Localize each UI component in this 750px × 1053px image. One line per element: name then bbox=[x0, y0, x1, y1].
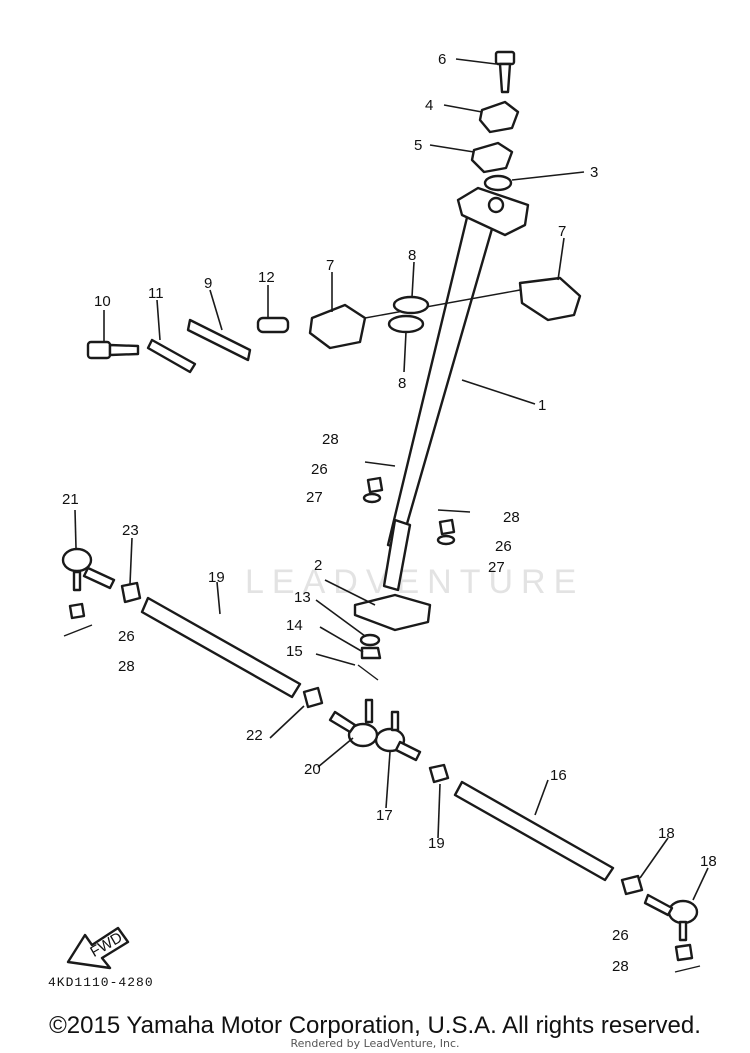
part-28-cotter-pin-d[interactable] bbox=[674, 965, 701, 973]
callout-4: 4 bbox=[425, 97, 433, 114]
part-6-bolt[interactable] bbox=[494, 50, 516, 94]
part-27-washer-a[interactable] bbox=[362, 492, 382, 504]
part-10-bolt[interactable] bbox=[86, 340, 140, 360]
copyright-notice: ©2015 Yamaha Motor Corporation, U.S.A. A… bbox=[49, 1012, 701, 1039]
callout-27-b: 27 bbox=[488, 559, 505, 576]
diagram-code: 4KD1110-4280 bbox=[48, 975, 154, 990]
part-21-tie-rod[interactable] bbox=[140, 596, 302, 699]
callout-17: 17 bbox=[376, 807, 393, 824]
part-16-tie-rod[interactable] bbox=[453, 780, 615, 882]
part-20-nut[interactable] bbox=[620, 874, 644, 896]
alignment-line-7 bbox=[364, 289, 521, 319]
part-14-nut[interactable] bbox=[360, 646, 382, 660]
part-19-nut[interactable] bbox=[428, 763, 450, 784]
callout-11: 11 bbox=[148, 285, 164, 302]
part-17-rod-end[interactable] bbox=[374, 710, 422, 762]
callout-22: 20 bbox=[304, 761, 321, 778]
callout-2: 2 bbox=[314, 557, 322, 574]
callout-5: 5 bbox=[414, 137, 422, 154]
watermark-text: LEADVENTURE bbox=[245, 563, 584, 601]
fwd-arrow-icon: FWD bbox=[66, 926, 130, 970]
callout-12: 12 bbox=[258, 269, 275, 286]
part-8-bushing-upper[interactable] bbox=[392, 295, 430, 315]
callout-26-d: 26 bbox=[612, 927, 629, 944]
part-5-clamp[interactable] bbox=[470, 141, 514, 174]
part-25-nut[interactable] bbox=[120, 581, 142, 604]
callout-26-c: 26 bbox=[118, 628, 135, 645]
callout-26-a: 26 bbox=[311, 461, 328, 478]
callout-9: 9 bbox=[204, 275, 212, 292]
rendered-by-credit: Rendered by LeadVenture, Inc. bbox=[290, 1037, 460, 1050]
part-1-steering-column[interactable] bbox=[382, 186, 530, 592]
callout-28-a: 28 bbox=[322, 431, 339, 448]
callout-23: 21 bbox=[62, 491, 79, 508]
part-23-tie-rod-end[interactable] bbox=[61, 547, 116, 592]
callout-24: 22 bbox=[246, 727, 263, 744]
callout-28-d: 28 bbox=[612, 958, 629, 975]
callout-18: 18 bbox=[700, 853, 717, 870]
part-9-lock-washer[interactable] bbox=[186, 318, 252, 362]
part-22-rod-end[interactable] bbox=[328, 698, 379, 748]
callout-15: 15 bbox=[286, 643, 303, 660]
callout-20: 18 bbox=[658, 825, 675, 842]
callout-28-c: 28 bbox=[118, 658, 135, 675]
part-12-collar[interactable] bbox=[256, 316, 290, 334]
callout-26-b: 26 bbox=[495, 538, 512, 555]
part-7-holder-left[interactable] bbox=[308, 303, 367, 350]
part-3-plug[interactable] bbox=[483, 174, 513, 192]
part-11-plate[interactable] bbox=[146, 338, 197, 374]
callout-labels: 6 4 5 3 7 7 8 8 9 12 10 11 1 28 26 27 28… bbox=[62, 51, 717, 975]
part-26-nut-c[interactable] bbox=[68, 602, 86, 620]
part-7-holder-right[interactable] bbox=[518, 276, 582, 322]
callout-27-a: 27 bbox=[306, 489, 323, 506]
callout-6: 6 bbox=[438, 51, 446, 68]
callout-10: 10 bbox=[94, 293, 111, 310]
part-26-nut-a[interactable] bbox=[366, 476, 384, 494]
callout-8-upper: 8 bbox=[408, 247, 416, 264]
part-28-cotter-pin-a[interactable] bbox=[364, 461, 396, 467]
part-13-washer[interactable] bbox=[359, 633, 381, 647]
part-15-cotter-pin[interactable] bbox=[357, 664, 379, 681]
part-24-nut[interactable] bbox=[302, 686, 324, 709]
part-26-nut-b[interactable] bbox=[438, 518, 456, 536]
callout-19: 19 bbox=[428, 835, 445, 852]
callout-28-b: 28 bbox=[503, 509, 520, 526]
part-8-bushing-lower[interactable] bbox=[387, 314, 425, 334]
leader-lines bbox=[74, 58, 709, 901]
callout-25: 23 bbox=[122, 522, 139, 539]
part-26-nut-d[interactable] bbox=[674, 943, 694, 962]
part-28-cotter-pin-b[interactable] bbox=[437, 509, 471, 513]
callout-7-left: 7 bbox=[326, 257, 334, 274]
callout-1: 1 bbox=[538, 397, 546, 414]
callout-8-lower: 8 bbox=[398, 375, 406, 392]
part-27-washer-b[interactable] bbox=[436, 534, 456, 546]
part-4-clamp[interactable] bbox=[478, 100, 520, 134]
part-28-cotter-pin-c[interactable] bbox=[63, 624, 93, 637]
callout-3: 3 bbox=[590, 164, 598, 181]
part-18-tie-rod-end[interactable] bbox=[643, 893, 699, 942]
callout-7-right: 7 bbox=[558, 223, 566, 240]
callout-13: 13 bbox=[294, 589, 311, 606]
callout-21: 19 bbox=[208, 569, 225, 586]
callout-16: 16 bbox=[550, 767, 567, 784]
callout-14: 14 bbox=[286, 617, 303, 634]
